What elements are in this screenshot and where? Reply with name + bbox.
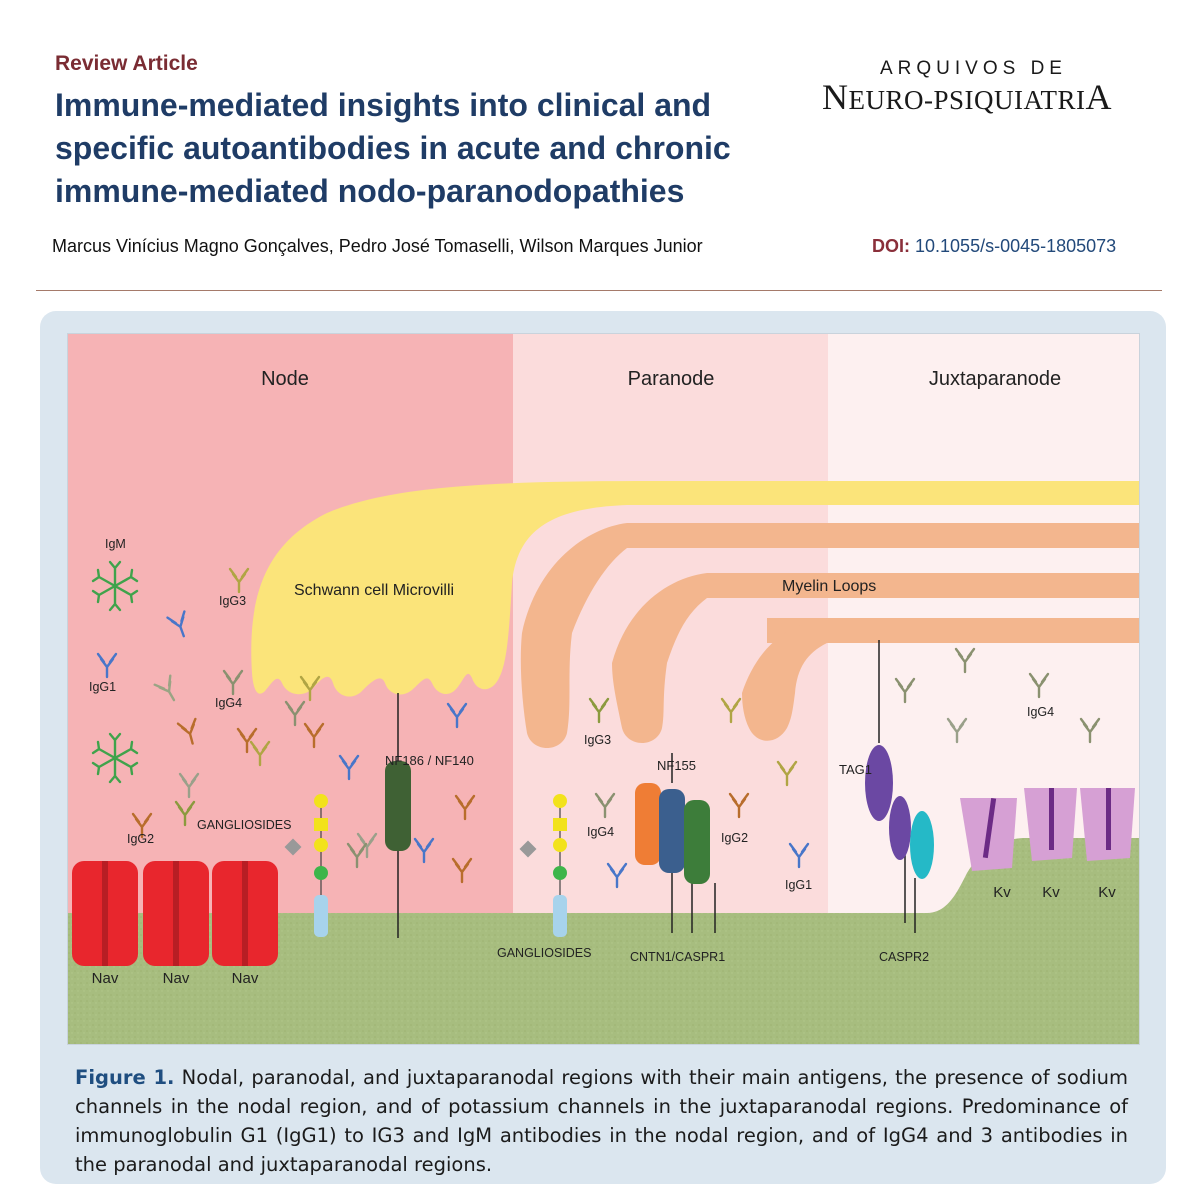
igg1-label-node: IgG1: [89, 680, 116, 694]
kv-channels: [960, 788, 1135, 871]
cntn1-caspr1-label: CNTN1/CASPR1: [630, 950, 725, 964]
journal-initial: N: [822, 77, 849, 117]
myelin-label: Myelin Loops: [782, 578, 876, 595]
caption-text: Nodal, paranodal, and juxtaparanodal reg…: [75, 1066, 1128, 1176]
kv-label-1: Kv: [993, 884, 1011, 901]
caspr2-label: CASPR2: [879, 950, 929, 964]
doi-label: DOI:: [872, 236, 910, 256]
nav-label-1: Nav: [92, 970, 119, 987]
figure-caption: Figure 1. Nodal, paranodal, and juxtapar…: [75, 1063, 1128, 1179]
nf155-label: NF155: [657, 758, 696, 773]
journal-name-line1: ARQUIVOS DE: [880, 58, 1067, 79]
journal-name-line2: NEURO-PSIQUIATRIA: [822, 76, 1112, 118]
nav-label-2: Nav: [163, 970, 190, 987]
igm-label: IgM: [105, 537, 126, 551]
gangliosides-paranode-label: GANGLIOSIDES: [497, 946, 591, 960]
caspr1-protein: [684, 800, 710, 884]
paranode-label: Paranode: [628, 368, 715, 390]
journal-name-mid: EURO-PSIQUIATRI: [848, 85, 1086, 115]
ganglioside-node: [284, 794, 328, 937]
igg2-label-node: IgG2: [127, 832, 154, 846]
axon: [67, 838, 1140, 1045]
kv-label-3: Kv: [1098, 884, 1116, 901]
tag1-label: TAG1: [839, 762, 872, 777]
nodal-diagram: Node Paranode Juxtaparanode Schwann cell…: [67, 333, 1140, 1045]
caspr2-protein: [910, 811, 934, 879]
article-type: Review Article: [55, 52, 198, 75]
igg3-label-node: IgG3: [219, 594, 246, 608]
myelin-loops: [520, 523, 1140, 748]
caption-label: Figure 1.: [75, 1066, 175, 1089]
microvilli-label: Schwann cell Microvilli: [294, 582, 454, 599]
juxtaparanode-label: Juxtaparanode: [929, 368, 1061, 390]
igg4-label-paranode: IgG4: [587, 825, 614, 839]
gangliosides-node-label: GANGLIOSIDES: [197, 818, 291, 832]
article-title: Immune-mediated insights into clinical a…: [55, 87, 731, 209]
nav-label-3: Nav: [232, 970, 259, 987]
schwann-microvilli: [251, 481, 1140, 697]
igg1-label-paranode: IgG1: [785, 878, 812, 892]
igg4-label-juxta: IgG4: [1027, 705, 1054, 719]
doi[interactable]: DOI: 10.1055/s-0045-1805073: [872, 236, 1116, 257]
igg4-label-node: IgG4: [215, 696, 242, 710]
nf186-protein: [385, 761, 411, 851]
tag1-protein: [865, 745, 893, 821]
author-list: Marcus Vinícius Magno Gonçalves, Pedro J…: [52, 236, 703, 256]
journal-final: A: [1085, 77, 1112, 117]
nf155-protein: [635, 783, 661, 865]
doi-value[interactable]: 10.1055/s-0045-1805073: [915, 236, 1117, 256]
header-divider: [36, 290, 1162, 291]
ganglioside-paranode: [519, 794, 567, 937]
kv-label-2: Kv: [1042, 884, 1060, 901]
cntn1-protein: [659, 789, 685, 873]
igg3-label-paranode: IgG3: [584, 733, 611, 747]
nf186-label: NF186 / NF140: [385, 753, 474, 768]
igg2-label-paranode: IgG2: [721, 831, 748, 845]
node-label: Node: [261, 368, 309, 390]
nav-channels: [72, 861, 278, 966]
tag1-protein-2: [889, 796, 911, 860]
